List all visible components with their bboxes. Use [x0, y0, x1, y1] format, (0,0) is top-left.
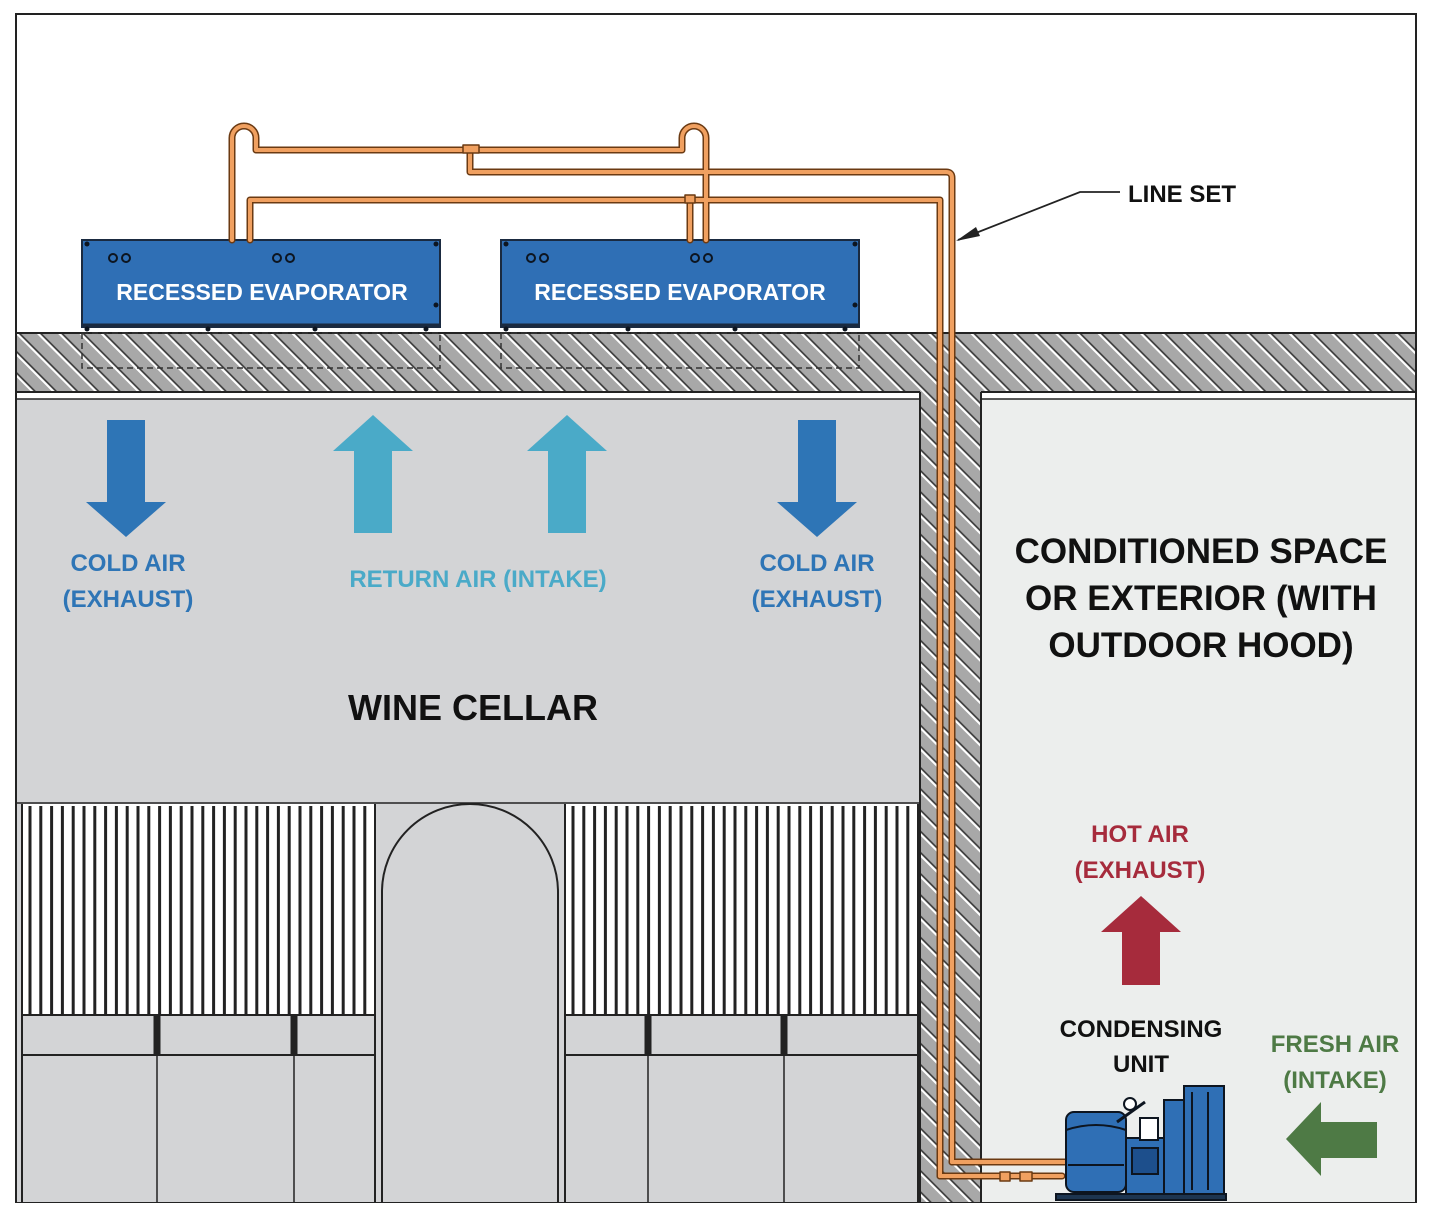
svg-text:CONDENSING: CONDENSING — [1060, 1016, 1223, 1043]
recessed-evaporator-1: RECESSED EVAPORATOR — [81, 239, 441, 369]
return-air-arrows: RETURN AIR (INTAKE) — [333, 415, 607, 593]
evaporator-2-label: RECESSED EVAPORATOR — [534, 279, 826, 305]
cold-air-right-label: COLD AIR — [759, 550, 874, 577]
cold-air-left-sublabel: (EXHAUST) — [63, 586, 194, 613]
condensing-unit-icon — [1055, 1085, 1227, 1201]
svg-text:OUTDOOR HOOD): OUTDOOR HOOD) — [1048, 626, 1353, 665]
svg-text:CONDITIONED SPACE: CONDITIONED SPACE — [1015, 532, 1388, 571]
conditioned-space-label: CONDITIONED SPACE OR EXTERIOR (WITH OUTD… — [1015, 532, 1388, 665]
svg-text:OR EXTERIOR (WITH: OR EXTERIOR (WITH — [1025, 579, 1377, 618]
wine-rack-right — [564, 804, 919, 1202]
arrow-down-icon — [86, 420, 166, 537]
arrow-down-icon — [777, 420, 857, 537]
line-set-piping — [228, 122, 1069, 1182]
fresh-air-label: FRESH AIR — [1271, 1031, 1399, 1058]
hot-air-sublabel: (EXHAUST) — [1075, 857, 1206, 884]
arrow-left-icon — [1286, 1102, 1377, 1176]
cold-air-left-label: COLD AIR — [70, 550, 185, 577]
wine-rack-left — [21, 804, 376, 1202]
fresh-air-arrow: FRESH AIR (INTAKE) — [1271, 1031, 1399, 1176]
arrow-up-icon — [333, 415, 413, 533]
cold-air-arrow-right: COLD AIR (EXHAUST) — [752, 420, 883, 613]
evaporator-1-label: RECESSED EVAPORATOR — [116, 279, 408, 305]
line-set-label: LINE SET — [1128, 181, 1236, 208]
arched-doorway — [381, 803, 559, 1202]
arrow-up-icon — [527, 415, 607, 533]
return-air-label: RETURN AIR (INTAKE) — [349, 566, 606, 593]
condensing-unit-label: CONDENSING UNIT — [1060, 1016, 1223, 1078]
ceiling-slab — [17, 333, 1415, 392]
recessed-evaporator-2: RECESSED EVAPORATOR — [500, 239, 860, 369]
cold-air-arrow-left: COLD AIR (EXHAUST) — [63, 420, 194, 613]
wine-cellar-label: WINE CELLAR — [348, 687, 598, 728]
arrow-up-icon — [1101, 896, 1181, 985]
hot-air-label: HOT AIR — [1091, 821, 1189, 848]
line-set-callout: LINE SET — [956, 181, 1236, 241]
hot-air-arrow: HOT AIR (EXHAUST) — [1075, 821, 1206, 985]
conditioned-space-room — [982, 399, 1415, 1202]
fresh-air-sublabel: (INTAKE) — [1283, 1067, 1387, 1094]
svg-text:UNIT: UNIT — [1113, 1051, 1169, 1078]
cold-air-right-sublabel: (EXHAUST) — [752, 586, 883, 613]
